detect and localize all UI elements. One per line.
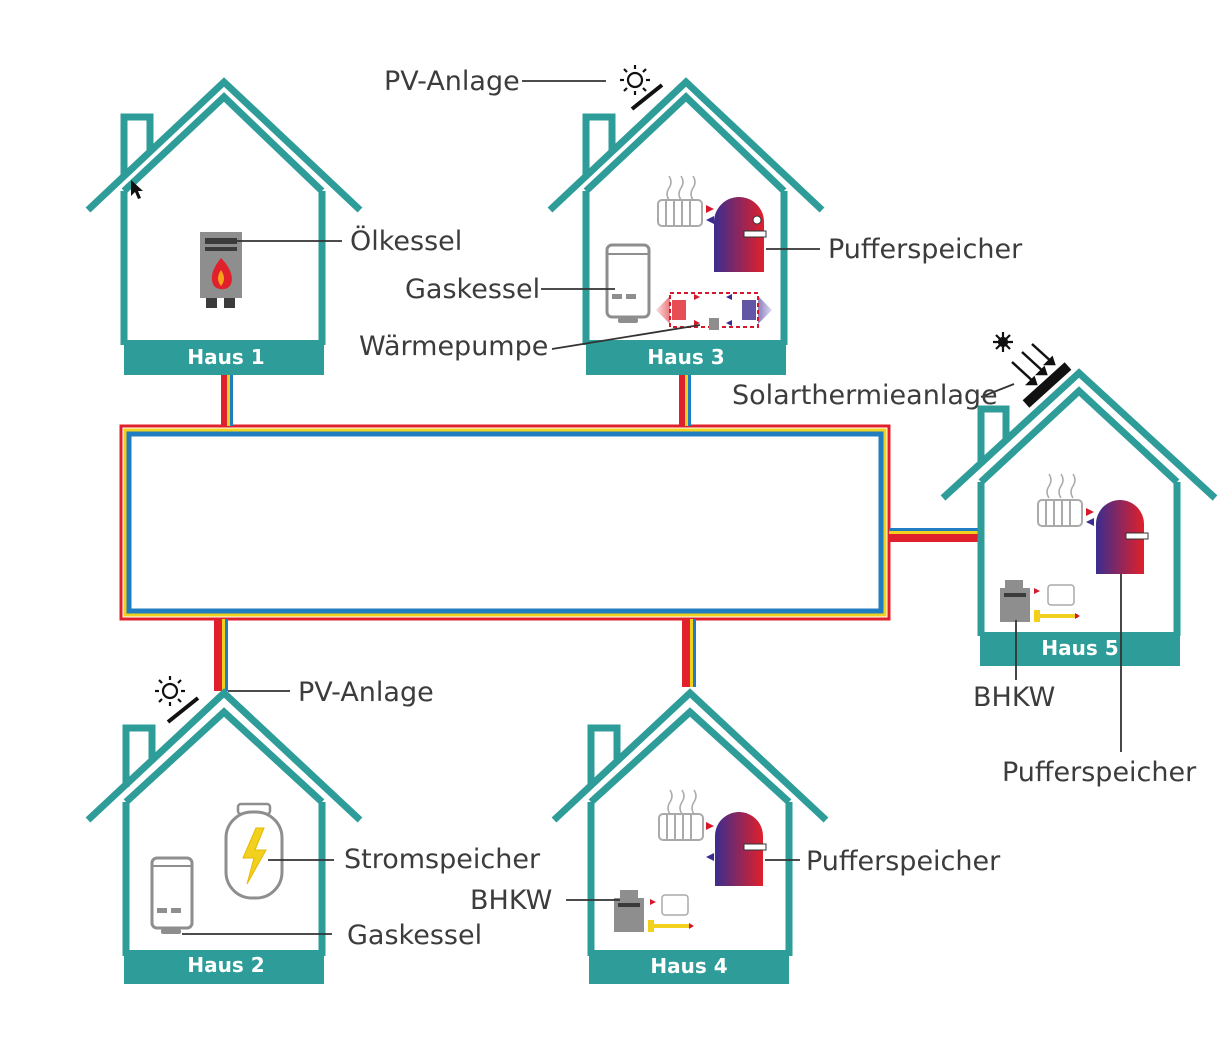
label-gaskessel-haus2: Gaskessel — [347, 920, 482, 951]
sun-icon — [620, 65, 650, 95]
house-haus4: Haus 4 — [551, 688, 829, 984]
arrow-cold-icon-haus4 — [706, 853, 714, 861]
label-stromspeicher: Stromspeicher — [344, 844, 541, 875]
pv-panel-icon-haus2 — [166, 696, 200, 724]
pipe-connector-haus4 — [682, 619, 696, 687]
house-haus1: Haus 1 — [85, 77, 363, 375]
label-pufferspeicher-haus3: Pufferspeicher — [828, 234, 1023, 265]
pipe-connector-haus1 — [221, 375, 233, 426]
label-gaskessel-haus3: Gaskessel — [405, 274, 540, 305]
buffer-tank-icon-haus4 — [715, 812, 767, 886]
house-label-haus4: Haus 4 — [650, 954, 727, 978]
arrow-hot-icon-haus4 — [706, 822, 714, 830]
arrow-cold-icon — [706, 216, 714, 224]
pipe-connector-haus3 — [679, 375, 691, 426]
label-pv-haus3: PV-Anlage — [384, 66, 520, 97]
pipe-connector-haus2 — [214, 619, 228, 691]
heat-pump-icon — [656, 292, 772, 330]
heat-network-loop — [119, 424, 891, 621]
sun-icon-haus2 — [155, 676, 185, 706]
label-pufferspeicher-haus4: Pufferspeicher — [806, 846, 1001, 877]
house-label-haus1: Haus 1 — [187, 345, 264, 369]
solar-collector-icon — [1022, 362, 1072, 408]
radiator-icon-haus4 — [658, 789, 704, 841]
radiator-icon-haus5 — [1037, 473, 1083, 527]
label-waermepumpe: Wärmepumpe — [359, 331, 548, 362]
label-bhkw-haus5: BHKW — [973, 682, 1055, 713]
house-label-haus2: Haus 2 — [187, 953, 264, 977]
label-solarthermie: Solarthermieanlage — [732, 380, 998, 411]
chp-unit-icon-haus4 — [614, 890, 694, 932]
house-label-haus3: Haus 3 — [647, 345, 724, 369]
solar-rays-icon — [1011, 343, 1056, 386]
gas-boiler-icon — [605, 243, 651, 323]
pv-panel-icon — [630, 83, 664, 111]
house-haus2: Haus 2 — [85, 688, 363, 984]
label-bhkw-haus4: BHKW — [470, 885, 552, 916]
arrow-hot-icon — [706, 205, 714, 213]
chp-unit-icon-haus5 — [1000, 580, 1080, 622]
buffer-tank-icon — [714, 197, 767, 272]
house-haus3: Haus 3 — [547, 77, 825, 375]
oil-boiler-icon — [200, 232, 242, 308]
label-oelkessel: Ölkessel — [350, 225, 462, 257]
label-pv-haus2: PV-Anlage — [298, 677, 434, 708]
cursor-icon — [131, 180, 143, 199]
house-haus5: Haus 5 — [940, 368, 1218, 666]
battery-storage-icon — [224, 802, 284, 900]
gas-boiler-icon-haus2 — [150, 856, 194, 934]
pipe-connector-haus5 — [889, 528, 981, 542]
buffer-tank-icon-haus5 — [1096, 500, 1149, 574]
radiator-icon — [657, 175, 703, 227]
arrow-cold-icon-haus5 — [1086, 518, 1094, 526]
arrow-hot-icon-haus5 — [1086, 508, 1094, 516]
sun-icon-solarthermie — [993, 332, 1013, 352]
label-pufferspeicher-haus5: Pufferspeicher — [1002, 757, 1197, 788]
house-label-haus5: Haus 5 — [1041, 636, 1118, 660]
